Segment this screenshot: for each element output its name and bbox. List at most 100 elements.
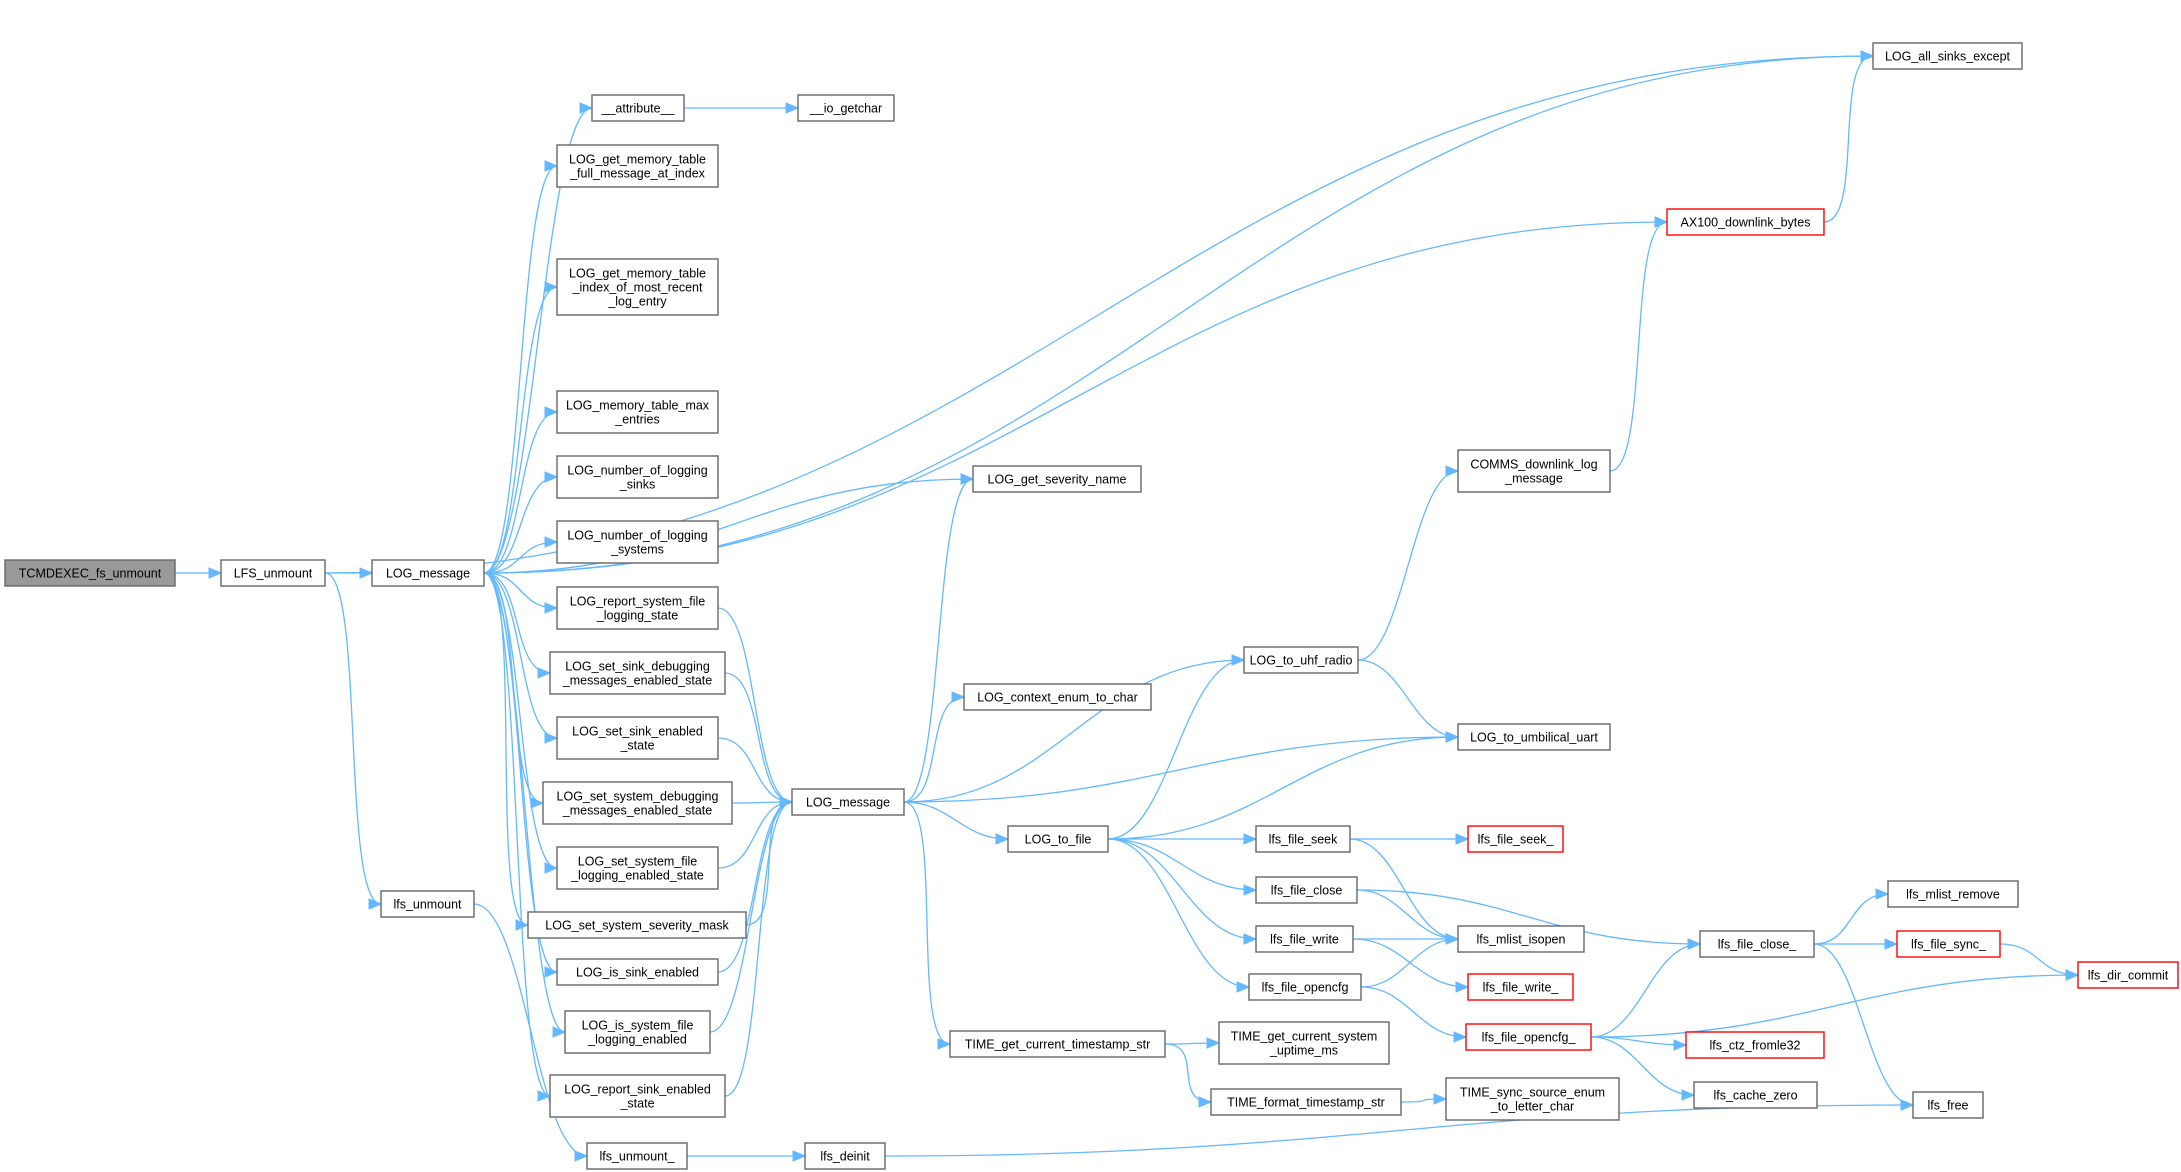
edge-lm1-to-sssm [483,572,530,931]
node-ctzfromle[interactable]: lfs_ctz_fromle32 [1685,1031,1825,1059]
edge-lm2-to-tofile [903,801,1010,845]
arrowhead-icon [995,833,1010,845]
node-label: LOG_set_system_debugging [557,790,719,804]
node-label: _uptime_ms [1269,1044,1338,1058]
node-box [1685,1031,1825,1059]
node-label: LOG_is_sink_enabled [576,966,699,980]
node-label: LOG_is_system_file [582,1019,694,1033]
node-rsfls[interactable]: LOG_report_system_file_logging_state [556,586,719,630]
edge-lm2-to-getsev [903,473,975,803]
node-lfsdeinit[interactable]: lfs_deinit [804,1142,886,1170]
node-box [1248,973,1362,1001]
arrowhead-icon [1453,1031,1468,1043]
node-box [591,94,685,122]
node-label: _full_message_at_index [569,167,706,181]
node-box [791,788,905,816]
node-iogetchar[interactable]: __io_getchar [797,94,895,122]
node-syncsrc[interactable]: TIME_sync_source_enum_to_letter_char [1445,1077,1620,1121]
edge-fopencfg_-to-cachezero [1590,1036,1696,1101]
node-gmtfull[interactable]: LOG_get_memory_table_full_message_at_ind… [556,144,719,188]
node-fseek-[interactable]: lfs_file_seek_ [1467,825,1564,853]
node-fclose-[interactable]: lfs_file_close_ [1699,930,1815,958]
node-box [1255,825,1351,853]
arrowhead-icon [537,667,552,679]
node-isfle[interactable]: LOG_is_system_file_logging_enabled [564,1010,711,1054]
node-lfsu[interactable]: LFS_unmount [220,559,326,587]
node-label: LOG_to_umbilical_uart [1470,731,1598,745]
node-fopencfg[interactable]: lfs_file_opencfg [1248,973,1362,1001]
edge-lm2-to-toumb [903,731,1460,803]
node-box [556,258,719,316]
node-toumb[interactable]: LOG_to_umbilical_uart [1457,723,1611,751]
node-box [1445,1077,1620,1121]
node-fclose[interactable]: lfs_file_close [1255,876,1358,904]
node-commsdl[interactable]: COMMS_downlink_log_message [1457,449,1611,493]
arrowhead-icon [544,471,559,483]
node-dircommit[interactable]: lfs_dir_commit [2077,961,2179,989]
node-gmtidx[interactable]: LOG_get_memory_table_index_of_most_recen… [556,258,719,316]
node-box [1457,449,1611,493]
node-box [804,1142,886,1170]
node-ssysdme[interactable]: LOG_set_system_debugging_messages_enable… [542,781,733,825]
node-label: LOG_message [806,796,890,810]
node-numsys[interactable]: LOG_number_of_logging_systems [556,520,719,564]
arrowhead-icon [792,1150,807,1162]
node-rses[interactable]: LOG_report_sink_enabled_state [549,1074,726,1118]
node-box [527,911,747,939]
node-ssfle[interactable]: LOG_set_system_file_logging_enabled_stat… [556,846,719,890]
node-ssdme[interactable]: LOG_set_sink_debugging_messages_enabled_… [549,651,726,695]
edge-fsync_-to-dircommit [1999,943,2080,981]
edge-lm1-to-gmtidx [483,281,559,574]
edge-lm2-to-ctxenum [903,691,966,803]
node-ise[interactable]: LOG_is_sink_enabled [556,958,719,986]
node-sses[interactable]: LOG_set_sink_enabled_state [556,716,719,760]
node-box [556,958,719,986]
node-fwrite-[interactable]: lfs_file_write_ [1467,973,1574,1001]
node-lm1[interactable]: LOG_message [371,559,485,587]
node-label: LOG_to_uhf_radio [1250,654,1353,668]
edge-ssdme-to-lm2 [724,672,794,808]
node-mlistisopen[interactable]: lfs_mlist_isopen [1457,925,1585,953]
node-uptime[interactable]: TIME_get_current_system_uptime_ms [1218,1021,1390,1065]
node-label: LOG_message [386,567,470,581]
node-label: TIME_format_timestamp_str [1227,1096,1385,1110]
node-box [549,651,726,695]
node-numsinks[interactable]: LOG_number_of_logging_sinks [556,455,719,499]
node-label: lfs_dir_commit [2088,969,2169,983]
node-lfsunmount[interactable]: lfs_unmount [380,890,475,918]
node-fmtts[interactable]: TIME_format_timestamp_str [1210,1088,1402,1116]
node-fopencfg-[interactable]: lfs_file_opencfg_ [1465,1023,1592,1051]
node-tcm[interactable]: TCMDEXEC_fs_unmount [4,559,176,587]
node-label: _logging_enabled_state [570,869,704,883]
node-fwrite[interactable]: lfs_file_write [1255,925,1354,953]
edge-lm1-to-rsfls [483,572,559,614]
node-label: lfs_file_write_ [1483,981,1560,995]
node-fseek[interactable]: lfs_file_seek [1255,825,1351,853]
node-cachezero[interactable]: lfs_cache_zero [1693,1081,1818,1109]
node-lfsunmount-[interactable]: lfs_unmount_ [586,1142,688,1170]
arrowhead-icon [1445,933,1460,945]
edge-lm1-to-numsys [483,536,559,574]
node-tofile[interactable]: LOG_to_file [1007,825,1109,853]
node-label: lfs_unmount_ [599,1150,675,1164]
arrowhead-icon [1433,1093,1448,1105]
node-timestr[interactable]: TIME_get_current_timestamp_str [949,1030,1166,1058]
node-lfsfree[interactable]: lfs_free [1912,1091,1984,1119]
edge-tofile-to-touhf [1107,654,1246,840]
node-getsev[interactable]: LOG_get_severity_name [972,465,1142,493]
arrowhead-icon [208,567,223,579]
node-lm2[interactable]: LOG_message [791,788,905,816]
node-allsinks[interactable]: LOG_all_sinks_except [1872,42,2023,70]
node-mlistremove[interactable]: lfs_mlist_remove [1887,880,2019,908]
node-fsync-[interactable]: lfs_file_sync_ [1896,930,2001,958]
node-attr[interactable]: __attribute__ [591,94,685,122]
node-label: _index_of_most_recent [572,281,703,295]
edge-fclose_-to-lfsfree [1813,943,1915,1111]
node-memmax[interactable]: LOG_memory_table_max_entries [556,390,719,434]
node-ctxenum[interactable]: LOG_context_enum_to_char [963,683,1152,711]
node-touhf[interactable]: LOG_to_uhf_radio [1243,646,1359,674]
node-ax100[interactable]: AX100_downlink_bytes [1666,208,1825,236]
node-sssm[interactable]: LOG_set_system_severity_mask [527,911,747,939]
